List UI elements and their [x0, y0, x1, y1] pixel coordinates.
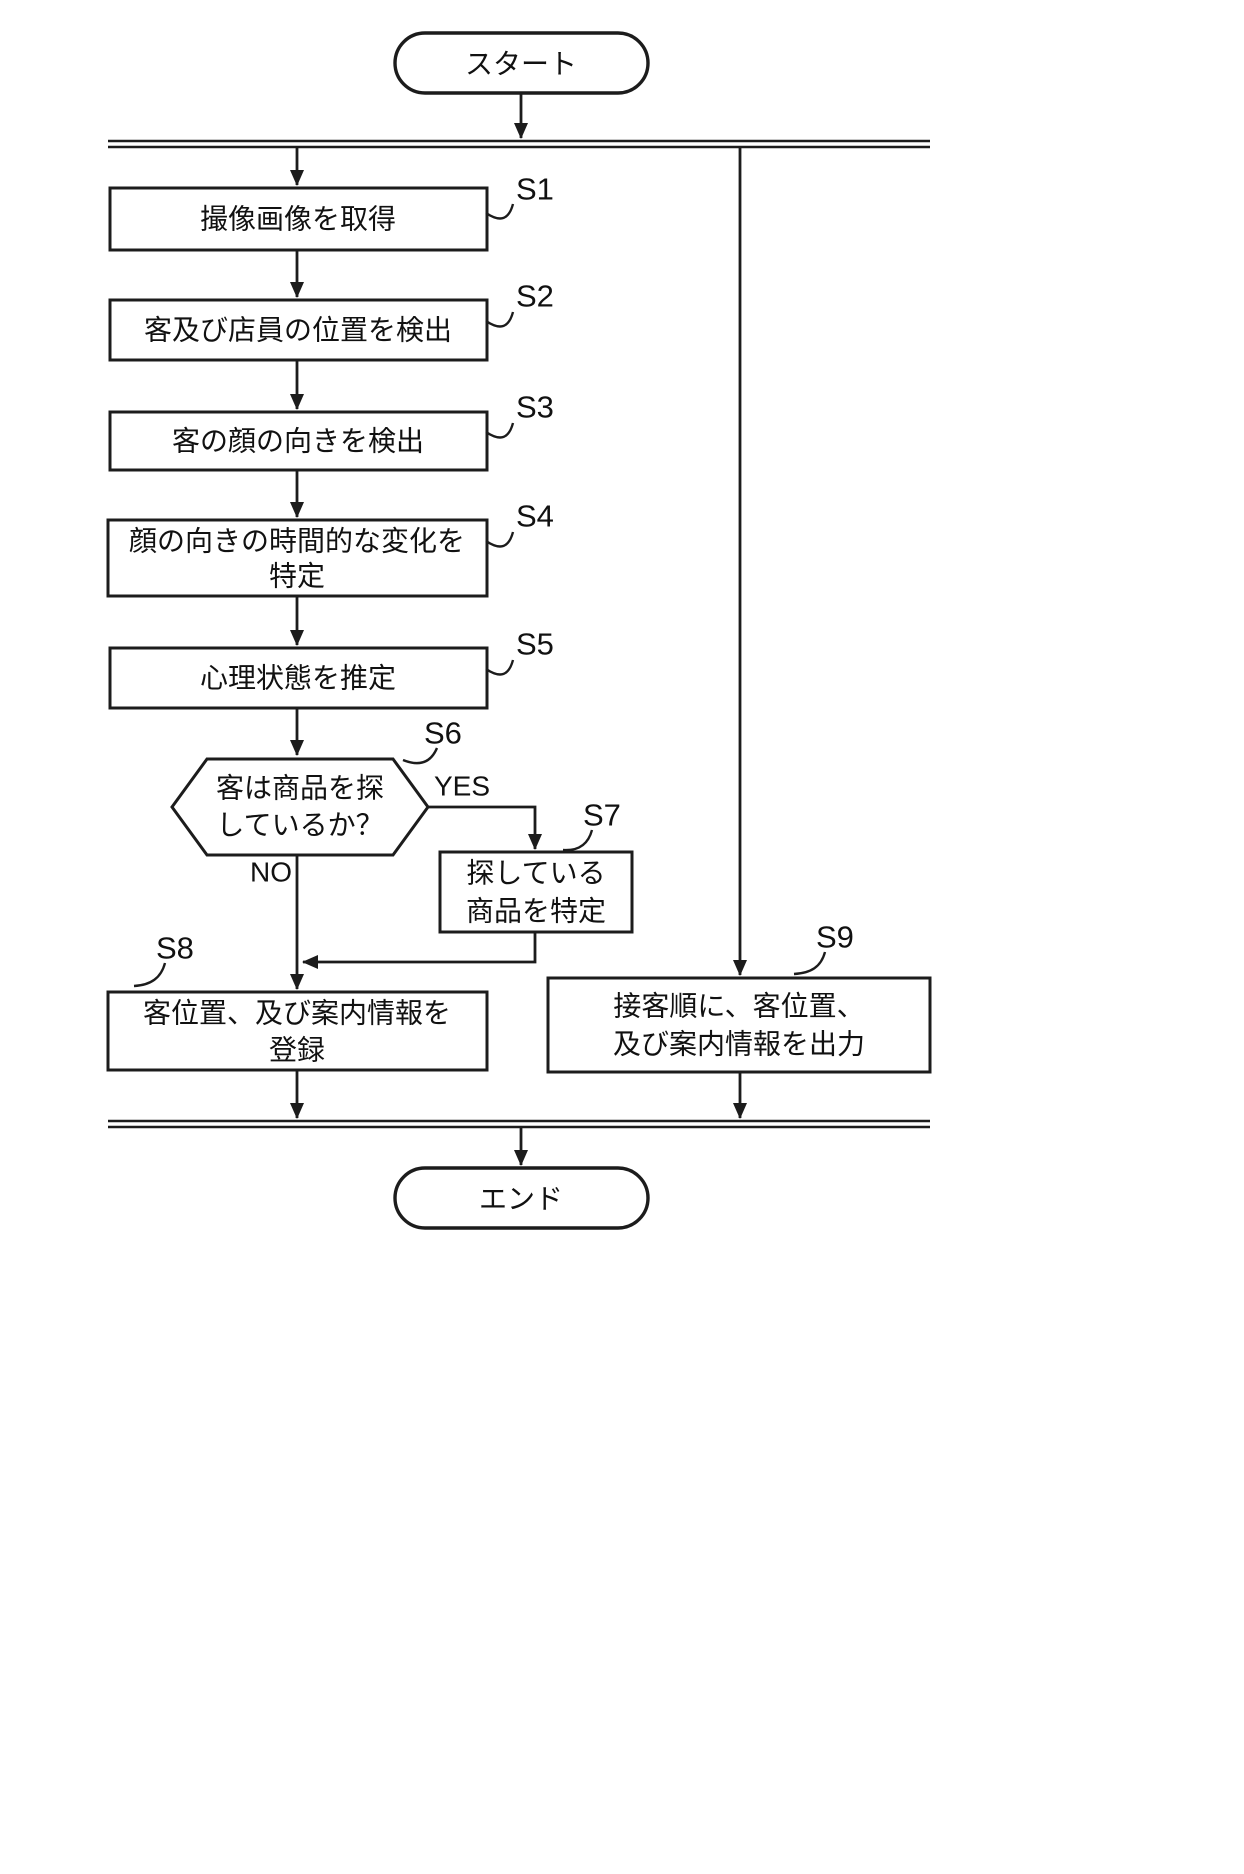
step-s8-label: S8 [156, 931, 194, 966]
connector-s7-to-merge [302, 932, 537, 969]
step-s8-leader [133, 962, 167, 988]
step-s1-box [108, 186, 489, 252]
step-s3-label: S3 [516, 390, 554, 425]
decision-s6-text-line2: しているか？ [216, 810, 383, 841]
step-s2-leader [485, 311, 515, 328]
end-terminal [393, 1166, 650, 1230]
step-s1-leader [485, 203, 515, 220]
step-s2-text: 客及び店員の位置を検出 [144, 315, 452, 346]
step-s9-box [546, 976, 932, 1074]
decision-s6-text-line1: 客は商品を探 [216, 773, 384, 804]
step-s4-box [106, 518, 489, 598]
step-s3-text: 客の顔の向きを検出 [172, 426, 424, 457]
step-s9-label: S9 [816, 920, 854, 955]
step-s2-label: S2 [516, 279, 554, 314]
branch-yes-label: YES [434, 771, 490, 802]
decision-s6-label: S6 [424, 716, 462, 751]
step-s7-label: S7 [583, 798, 621, 833]
step-s9-text-line1: 接客順に、客位置、 [613, 991, 864, 1022]
step-s7-box [438, 850, 634, 934]
start-terminal-label: スタート [465, 49, 577, 80]
step-s3-leader [485, 422, 515, 439]
step-s8-text-line1: 客位置、及び案内情報を [143, 998, 451, 1029]
step-s5-label: S5 [516, 627, 554, 662]
step-s2-box [108, 298, 489, 362]
step-s8-text-line2: 登録 [269, 1035, 325, 1066]
step-s7-text-line2: 商品を特定 [466, 896, 606, 927]
end-terminal-label: エンド [479, 1184, 563, 1215]
step-s4-text-line2: 特定 [269, 561, 325, 592]
step-s7-leader [562, 829, 594, 852]
step-s4-leader [485, 531, 515, 548]
step-s7-text-line1: 探している [466, 858, 605, 889]
connector-s6-yes-to-s7 [428, 805, 542, 850]
join-bar [108, 1119, 930, 1129]
step-s5-box [108, 646, 489, 710]
step-s4-label: S4 [516, 499, 554, 534]
step-s3-box [108, 410, 489, 472]
step-s1-label: S1 [516, 172, 554, 207]
step-s9-leader [793, 951, 827, 976]
decision-s6-leader [402, 747, 439, 765]
fork-bar [108, 139, 930, 149]
step-s4-text-line1: 顔の向きの時間的な変化を [129, 526, 465, 557]
step-s5-text: 心理状態を推定 [200, 663, 396, 694]
step-s5-leader [485, 659, 515, 676]
step-s1-text: 撮像画像を取得 [200, 204, 396, 235]
step-s9-text-line2: 及び案内情報を出力 [613, 1029, 865, 1060]
branch-no-label: NO [250, 857, 292, 888]
